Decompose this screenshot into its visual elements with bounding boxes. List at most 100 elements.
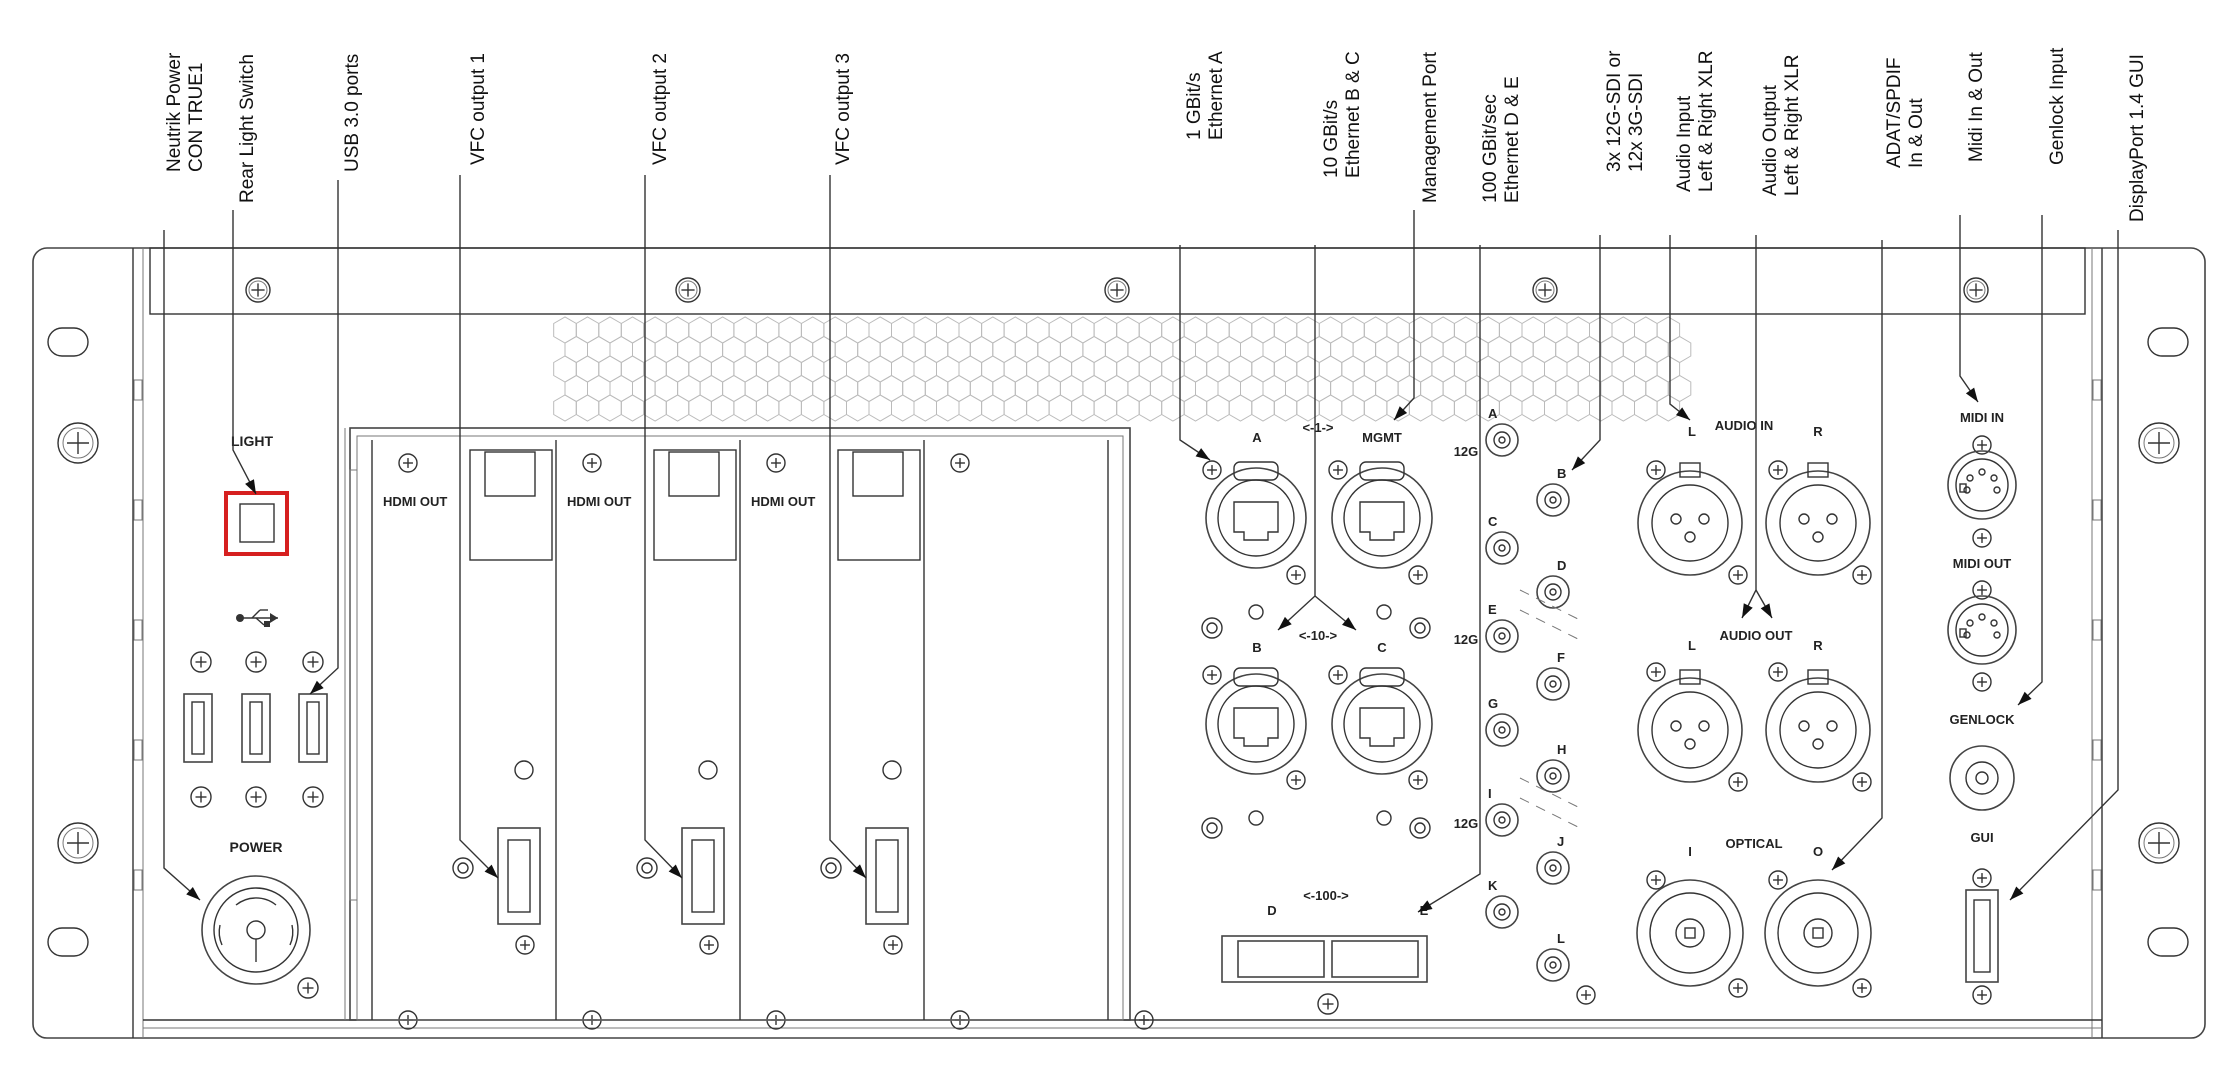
vent-cell	[1341, 316, 1365, 344]
vent-cell	[1048, 394, 1073, 422]
vent-cell	[1622, 374, 1647, 403]
vent-cell	[1138, 355, 1163, 383]
bnc-pin	[1498, 816, 1506, 824]
vent-cell	[1521, 316, 1545, 344]
audio-out-l: L	[1688, 638, 1696, 653]
sdi-bnc-i[interactable]	[1485, 803, 1519, 837]
light-switch-highlight[interactable]	[224, 491, 289, 556]
displayport-gui[interactable]	[1965, 889, 1999, 983]
usb-port-3[interactable]	[298, 693, 328, 763]
genlock-bnc[interactable]	[1949, 745, 2015, 811]
vent-cell	[1093, 355, 1118, 383]
screw-head	[1317, 993, 1339, 1015]
vent-cell	[1577, 374, 1602, 403]
bnc-outer	[1485, 713, 1519, 747]
vent-cell	[1093, 316, 1118, 344]
screw	[1972, 528, 1992, 548]
screw	[1972, 580, 1992, 600]
vent-cell	[688, 355, 712, 383]
audio-out-right-xlr[interactable]	[1765, 669, 1871, 783]
audio-in-r: R	[1813, 424, 1823, 439]
vent-cell	[1240, 335, 1264, 364]
screw	[1852, 565, 1872, 585]
screw	[1768, 870, 1788, 890]
screw-head	[1768, 870, 1788, 890]
vfc-output-3-port[interactable]	[865, 827, 909, 925]
ethernet-section: A <-1-> MGMT B <-10-> C <-100-> D E	[1201, 420, 1433, 983]
xlr-pin	[1798, 720, 1810, 732]
vent-cell	[1285, 335, 1309, 364]
midi-out-port[interactable]	[1947, 595, 2017, 665]
vent-cell	[564, 335, 588, 364]
sdi-bnc-h[interactable]	[1536, 759, 1570, 793]
midi-in-port[interactable]	[1947, 450, 2017, 520]
sdi-12g-label: 12G	[1454, 632, 1479, 647]
screw-ring	[62, 827, 94, 859]
vent-cell	[913, 316, 937, 344]
sdi-bnc-b[interactable]	[1536, 483, 1570, 517]
sdi-bnc-g[interactable]	[1485, 713, 1519, 747]
vent-cell	[1217, 374, 1241, 403]
leader-arrowhead	[1675, 407, 1690, 420]
qsfp-port-e[interactable]	[1331, 940, 1419, 978]
vent-cell	[969, 374, 994, 403]
light-switch-button[interactable]	[239, 503, 275, 543]
qsfp-port-d[interactable]	[1237, 940, 1325, 978]
mgmt-port[interactable]	[1331, 461, 1433, 569]
sdi-bnc-d[interactable]	[1536, 575, 1570, 609]
bnc-inner	[1493, 903, 1511, 921]
audio-in-left-xlr[interactable]	[1637, 462, 1743, 576]
vent-cell	[981, 394, 1005, 422]
leader-arrowhead	[1418, 900, 1433, 912]
vent-cell	[1408, 355, 1433, 383]
vent-cell	[1622, 335, 1647, 364]
vfc-output-2-port[interactable]	[681, 827, 725, 925]
vent-cell	[1183, 394, 1208, 422]
sdi-bnc-a[interactable]	[1485, 423, 1519, 457]
ethernet-b-port[interactable]	[1205, 667, 1307, 775]
audio-out-left-xlr[interactable]	[1637, 669, 1743, 783]
leader-neutrik-power	[163, 230, 201, 901]
sdi-letter-label: K	[1488, 878, 1498, 893]
vent-cell	[1037, 335, 1061, 364]
eth-b-label: B	[1252, 640, 1261, 655]
vent-cell	[1251, 394, 1275, 422]
xlr-pin	[1684, 738, 1696, 750]
vent-cell	[1442, 374, 1467, 403]
vent-cell	[1127, 335, 1151, 364]
sdi-bnc-e[interactable]	[1485, 619, 1519, 653]
vent-cell	[834, 374, 859, 403]
power-connector[interactable]	[201, 875, 311, 985]
ethernet-c-port[interactable]	[1331, 667, 1433, 775]
ethernet-a-port[interactable]	[1205, 461, 1307, 569]
sdi-bnc-f[interactable]	[1536, 667, 1570, 701]
bnc-outer	[1485, 531, 1519, 565]
vfc-output-1-port[interactable]	[497, 827, 541, 925]
vent-cell	[1172, 335, 1196, 364]
bnc-outer	[1536, 483, 1570, 517]
audio-in-right-xlr[interactable]	[1765, 462, 1871, 576]
callout-ethernet-de: 100 GBit/secEthernet D & E	[1480, 76, 1523, 203]
usb-port-2[interactable]	[241, 693, 271, 763]
vent-cell	[1318, 316, 1343, 344]
sdi-bnc-j[interactable]	[1536, 851, 1570, 885]
screws	[57, 277, 2180, 1030]
xlr-pin	[1826, 720, 1838, 732]
sdi-bnc-c[interactable]	[1485, 531, 1519, 565]
genlock-label: GENLOCK	[1950, 712, 2016, 727]
vent-cell	[1138, 316, 1163, 344]
usb-port-1[interactable]	[183, 693, 213, 763]
screw-head	[1972, 528, 1992, 548]
optical-out-port[interactable]	[1764, 879, 1872, 987]
vent-cell	[575, 355, 600, 383]
sdi-group-divider	[1519, 797, 1581, 829]
vent-cell	[699, 335, 724, 364]
sdi-bnc-k[interactable]	[1485, 895, 1519, 929]
screw	[2138, 822, 2180, 864]
vent-cell	[1341, 394, 1365, 422]
vent-cell	[1363, 316, 1388, 344]
vent-cell	[1048, 355, 1073, 383]
screw-head	[699, 935, 719, 955]
optical-in-port[interactable]	[1636, 879, 1744, 987]
sdi-bnc-l[interactable]	[1536, 948, 1570, 982]
